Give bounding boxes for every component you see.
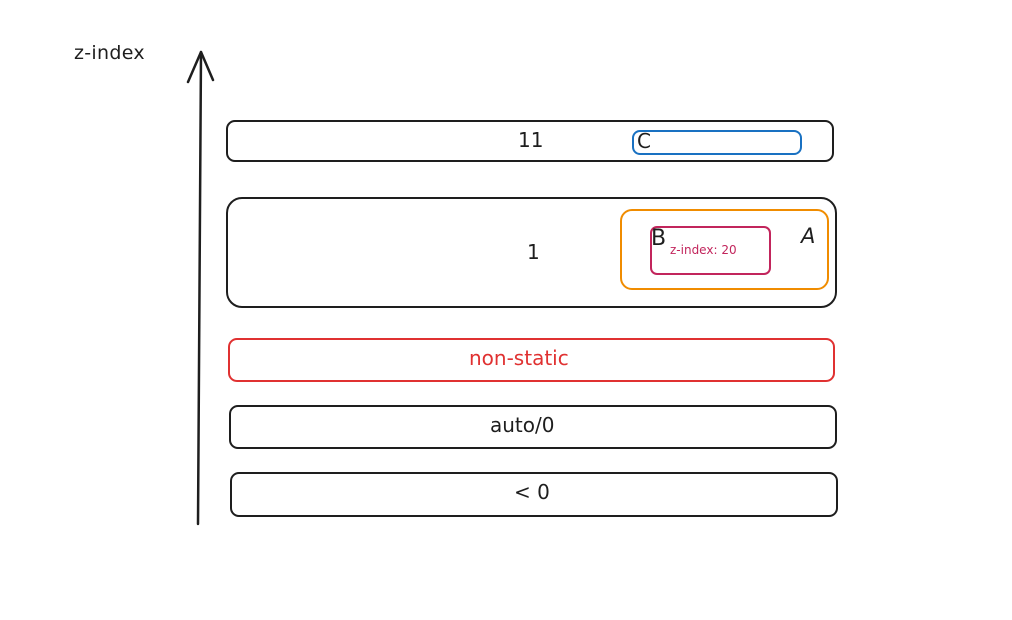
box-c xyxy=(632,130,802,155)
box-b-label: B xyxy=(651,226,667,251)
axis-label: z-index xyxy=(74,42,145,64)
box-b-note: z-index: 20 xyxy=(670,243,737,257)
layer-11 xyxy=(226,120,834,162)
box-c-label: C xyxy=(637,129,651,153)
layer-non-static xyxy=(228,338,835,382)
layer-non-static-label: non-static xyxy=(469,346,569,370)
box-a-label: A xyxy=(801,224,816,248)
box-a xyxy=(620,209,829,290)
layer-1 xyxy=(226,197,837,308)
layer-1-label: 1 xyxy=(527,240,540,264)
layer-11-label: 11 xyxy=(518,128,544,152)
layer-auto-zero-label: auto/0 xyxy=(490,413,555,437)
layer-negative-label: < 0 xyxy=(514,480,550,504)
layer-negative xyxy=(230,472,838,517)
layer-auto-zero xyxy=(229,405,837,449)
box-b xyxy=(650,226,771,275)
